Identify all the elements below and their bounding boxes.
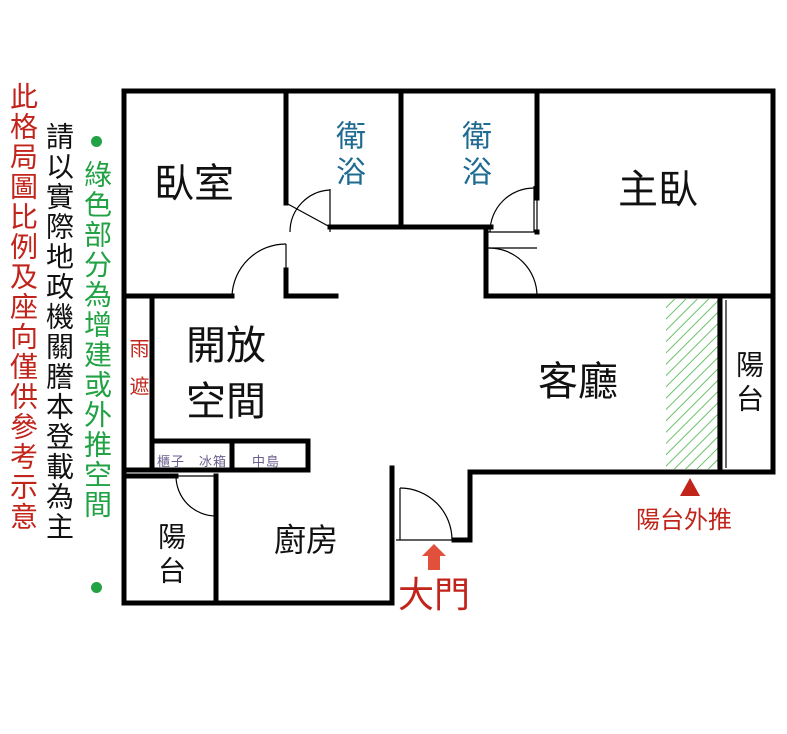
balcony-extension-marker bbox=[680, 478, 700, 496]
kitchen-label: 廚房 bbox=[274, 521, 339, 559]
scale-note: 此格局圖比例及座向僅供參考示意 bbox=[6, 82, 39, 532]
registry-note: 請以實際地政機關謄本登載為主 bbox=[42, 122, 75, 542]
green-note-dot-bottom bbox=[91, 582, 102, 593]
balcony-extension-label: 陽台外推 bbox=[636, 506, 732, 534]
open-space-label-line1: 開放 bbox=[186, 323, 266, 369]
bath-right-label: 衛浴 bbox=[456, 120, 491, 192]
island-label: 中島 bbox=[252, 455, 281, 470]
thin-walls bbox=[285, 198, 727, 541]
living-room-label: 客廳 bbox=[538, 359, 618, 405]
walls bbox=[121, 88, 776, 606]
open-space-label-line2: 空間 bbox=[186, 379, 266, 425]
green-note-dot-top bbox=[91, 136, 102, 147]
green-note: 綠色部分為增建或外推空間 bbox=[80, 160, 113, 520]
main-door-arrow bbox=[422, 544, 446, 570]
rain-shelter-label: 雨遮 bbox=[126, 338, 150, 414]
master-bedroom-label: 主臥 bbox=[618, 167, 698, 213]
balcony-left-label: 陽台 bbox=[154, 522, 187, 590]
door-swings bbox=[175, 186, 538, 541]
balcony-right-label: 陽台 bbox=[732, 350, 765, 418]
cabinet-label: 櫃子 bbox=[157, 455, 186, 470]
fridge-label: 冰箱 bbox=[199, 455, 228, 470]
balcony-extension-area bbox=[666, 299, 718, 469]
main-door-label: 大門 bbox=[398, 575, 471, 616]
bath-left-label: 衛浴 bbox=[330, 120, 365, 192]
bedroom-label: 臥室 bbox=[154, 161, 234, 207]
